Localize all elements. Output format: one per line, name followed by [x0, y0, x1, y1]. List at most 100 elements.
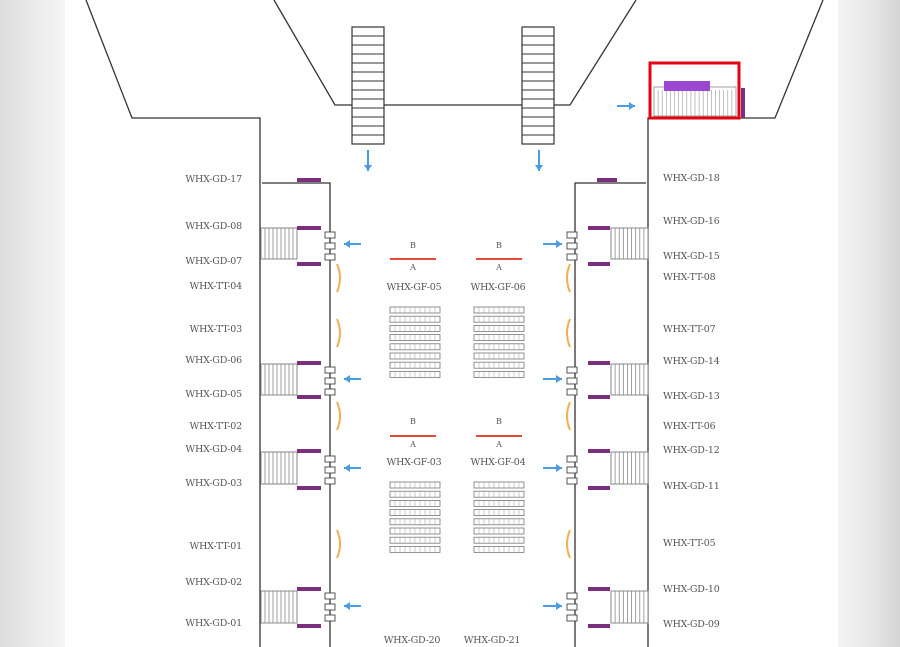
right-arrow-icon: [543, 464, 562, 472]
left-stair-2-frame: [260, 363, 298, 396]
gate-boxes-left-2-box: [324, 388, 336, 396]
left-arrow-icon-head: [344, 602, 350, 610]
gate-boxes-left-3-box: [324, 466, 336, 474]
tt-arc-left-3: [336, 401, 341, 431]
gate-marker-right-bottom-2: [588, 395, 610, 399]
label-gf05: WHX-GF-05: [386, 282, 442, 293]
gate-marker-left-top-2: [297, 361, 321, 365]
right-arrow-icon-head: [556, 375, 562, 383]
gate-boxes-right-4-box: [566, 614, 578, 622]
tt-arc-left-2: [336, 318, 341, 348]
left-arrow-icon: [344, 602, 361, 610]
inner-wall-left: [262, 182, 331, 647]
label-gd10: WHX-GD-10: [663, 584, 720, 595]
escalators: [260, 26, 649, 624]
label-gf04: WHX-GF-04: [470, 457, 526, 468]
gate-boxes-left-4: [324, 592, 336, 622]
label-gd17: WHX-GD-17: [185, 174, 242, 185]
label-gd01: WHX-GD-01: [185, 618, 242, 629]
direction-arrows: [344, 102, 635, 610]
gate-boxes-left-2: [324, 366, 336, 396]
right-stair-4: [610, 590, 649, 624]
left-arrow-icon: [344, 240, 361, 248]
gate-marker-right-top-1: [588, 226, 610, 230]
highlight-purple-post: [741, 88, 745, 118]
seat-block-lower-right: [473, 481, 525, 553]
label-tt03: WHX-TT-03: [189, 324, 243, 335]
label-gf03: WHX-GF-03: [386, 457, 442, 468]
right-stair-2: [610, 363, 649, 396]
label-gd16: WHX-GD-16: [663, 216, 720, 227]
label-gd20: WHX-GD-20: [383, 635, 441, 646]
gate-marker-left-top-4: [297, 587, 321, 591]
tt-arc-right-3: [566, 401, 571, 431]
down-arrow-icon: [535, 150, 543, 171]
gate-boxes-right-2: [566, 366, 578, 396]
down-arrow-icon: [364, 150, 372, 171]
gate-marker-right-top-4: [588, 587, 610, 591]
tt-arc-right-4: [566, 529, 571, 559]
label-gf06: WHX-GF-06: [470, 282, 526, 293]
left-stair-4-frame: [260, 590, 298, 624]
label-tt08: WHX-TT-08: [663, 272, 716, 283]
gate-marker-right-top-2: [588, 361, 610, 365]
gate-marker-gd18: [597, 178, 617, 182]
right-arrow-icon-head: [556, 240, 562, 248]
gate-marker-left-bottom-1: [297, 262, 321, 266]
ab-mark-b-2: B: [496, 241, 502, 250]
right-stair-3-frame: [610, 451, 649, 485]
gate-boxes-right-2-box: [566, 377, 578, 385]
left-arrow-icon-head: [344, 464, 350, 472]
gate-boxes-right-4-box: [566, 603, 578, 611]
label-tt04: WHX-TT-04: [189, 281, 243, 292]
gate-boxes-left-2-box: [324, 366, 336, 374]
tt-arc-left-4: [336, 529, 341, 559]
gates: [297, 178, 617, 628]
tt-arc-right-2: [566, 318, 571, 348]
gate-boxes-left-1: [324, 231, 336, 261]
left-stair-4: [260, 590, 298, 624]
escalator-left-frame: [351, 26, 385, 145]
left-stair-3-frame: [260, 451, 298, 485]
seat-block-upper-left: [389, 306, 441, 378]
left-stair-3: [260, 451, 298, 485]
gate-boxes-right-2-box: [566, 388, 578, 396]
right-stair-4-frame: [610, 590, 649, 624]
left-arrow-icon-head: [344, 240, 350, 248]
right-stair-1: [610, 227, 649, 260]
label-gd06: WHX-GD-06: [185, 355, 242, 366]
right-stair-2-frame: [610, 363, 649, 396]
highlight-stair: [653, 86, 737, 117]
gate-marker-left-bottom-2: [297, 395, 321, 399]
label-gd12: WHX-GD-12: [663, 445, 720, 456]
right-arrow-icon: [543, 240, 562, 248]
label-tt01: WHX-TT-01: [189, 541, 243, 552]
gate-boxes-left-2-box: [324, 377, 336, 385]
gate-boxes-right-3-box: [566, 466, 578, 474]
floor-plan-svg: [85, 0, 824, 647]
gate-boxes-right-2-box: [566, 366, 578, 374]
left-stair-1: [260, 227, 298, 260]
highlight-box: [648, 61, 741, 120]
gate-marker-right-bottom-1: [588, 262, 610, 266]
gate-boxes-left-4-box: [324, 592, 336, 600]
gate-boxes-right-3-box: [566, 455, 578, 463]
gate-boxes-left-4-box: [324, 614, 336, 622]
label-gd14: WHX-GD-14: [663, 356, 720, 367]
right-stair-1-frame: [610, 227, 649, 260]
gate-boxes-right-4-box: [566, 592, 578, 600]
gate-boxes-left-4-box: [324, 603, 336, 611]
escalator-right: [521, 26, 555, 145]
escalator-right-frame: [521, 26, 555, 145]
left-stair-1-frame: [260, 227, 298, 260]
left-stair-2: [260, 363, 298, 396]
gate-boxes-right-1-box: [566, 231, 578, 239]
ab-mark-b-3: B: [410, 417, 416, 426]
ab-mark-b-1: B: [410, 241, 416, 250]
gate-boxes-left-3: [324, 455, 336, 485]
right-stair-3: [610, 451, 649, 485]
gate-boxes-left-1-box: [324, 253, 336, 261]
escalator-left: [351, 26, 385, 145]
right-arrow-icon: [617, 102, 635, 110]
